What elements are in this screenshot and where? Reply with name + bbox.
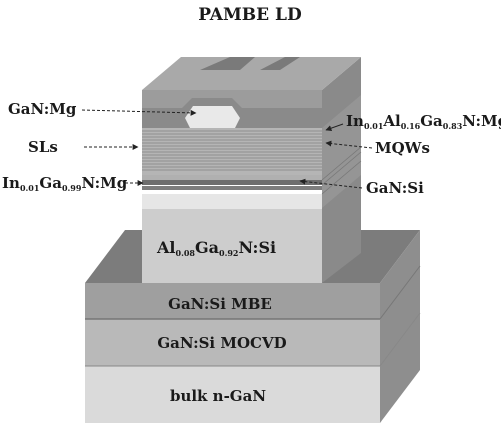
gan-si-mbe-layer [85,283,380,319]
bulk-n-gan-layer [85,366,380,423]
mesa [142,57,362,283]
arrow-inalgan-mg [325,123,344,132]
callout-sls: SLs [28,138,58,156]
callout-gan-mg: GaN:Mg [8,100,77,118]
label-gan-si-mocvd: GaN:Si MOCVD [157,334,286,352]
callout-mqws: MQWs [375,139,430,157]
arrow-gan-si [299,178,363,189]
label-bulk-n-gan: bulk n-GaN [170,387,266,405]
arrow-mqws [325,140,373,149]
gan-si-waveguide [142,194,322,209]
label-gan-si-mbe: GaN:Si MBE [168,295,272,313]
gan-si-mocvd-layer [85,319,380,366]
callout-inalgan-mg: In0.01Al0.16Ga0.83N:Mg [346,112,501,131]
arrow-gan-mg [81,109,197,116]
algan-cladding-layer [142,209,322,283]
label-algan-si: Al0.08Ga0.92N:Si [156,238,276,258]
diagram-title: PAMBE LD [198,5,302,25]
callout-ingan-mg: In0.01Ga0.99N:Mg [2,174,128,193]
callout-gan-si: GaN:Si [366,179,424,197]
